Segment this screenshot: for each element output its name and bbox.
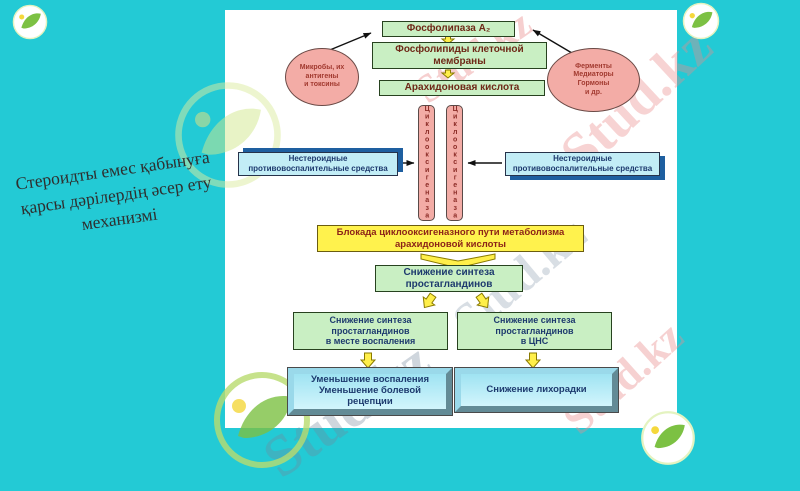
logo-circle [682, 2, 720, 40]
leaf-icon [21, 13, 41, 29]
slide-canvas: { "slide": { "side_title": "Стероидты ем… [12, 0, 725, 491]
ellipse-microbes: Микробы, их антигены и токсины [285, 48, 359, 106]
box-prostaglandin-reduction: Снижение синтеза простагландинов [375, 265, 523, 292]
stud-kz-logo-watermark [682, 2, 720, 40]
box-effect-inflammation-pain: Уменьшение воспаления Уменьшение болевой… [287, 367, 453, 416]
leaf-icon [691, 11, 713, 28]
box-blockade: Блокада циклооксигеназного пути метаболи… [317, 225, 584, 252]
arrow-diagonal-right [475, 292, 490, 309]
slide-side-title: Стероидты емес қабынуға қарсы дәрілердің… [14, 146, 213, 234]
diagram-panel: Stud.kz Stud.kz Stud.kz Stud.kz Stud.kz [175, 0, 724, 490]
logo-dot [689, 13, 695, 19]
box-phospholipase: Фосфолипаза А₂ [382, 21, 515, 37]
arrow-down-outcome-left [359, 352, 377, 369]
stud-kz-logo-watermark [12, 4, 48, 40]
logo-circle [12, 4, 48, 40]
box-nsaid-right: Нестероидные противовоспалительные средс… [505, 152, 660, 176]
ellipse-enzymes: Ферменты Медиаторы Гормоны и др. [547, 48, 640, 112]
column-label: Циклооксигеназа [423, 106, 431, 220]
arrow-down-outcome-right [524, 352, 542, 369]
box-membrane-phospholipids: Фосфолипиды клеточной мембраны [372, 42, 547, 69]
column-label: Циклооксигеназа [451, 106, 459, 220]
box-arachidonic-acid: Арахидоновая кислота [379, 80, 545, 96]
logo-dot [19, 14, 25, 20]
box-reduction-inflammation-site: Снижение синтеза простагландинов в месте… [293, 312, 448, 350]
logo-dot [232, 399, 246, 413]
box-effect-fever: Снижение лихорадки [454, 367, 619, 413]
leaf-icon [238, 396, 292, 438]
logo-dot [195, 111, 211, 128]
column-cyclooxygenase-left: Циклооксигеназа [418, 105, 435, 221]
column-cyclooxygenase-right: Циклооксигеназа [446, 105, 463, 221]
box-reduction-cns: Снижение синтеза простагландинов в ЦНС [457, 312, 612, 350]
box-nsaid-left: Нестероидные противовоспалительные средс… [238, 152, 398, 176]
arrow-down-chain-2 [440, 69, 456, 79]
leaf-icon [654, 424, 685, 449]
arrow-diagonal-left [422, 292, 437, 309]
